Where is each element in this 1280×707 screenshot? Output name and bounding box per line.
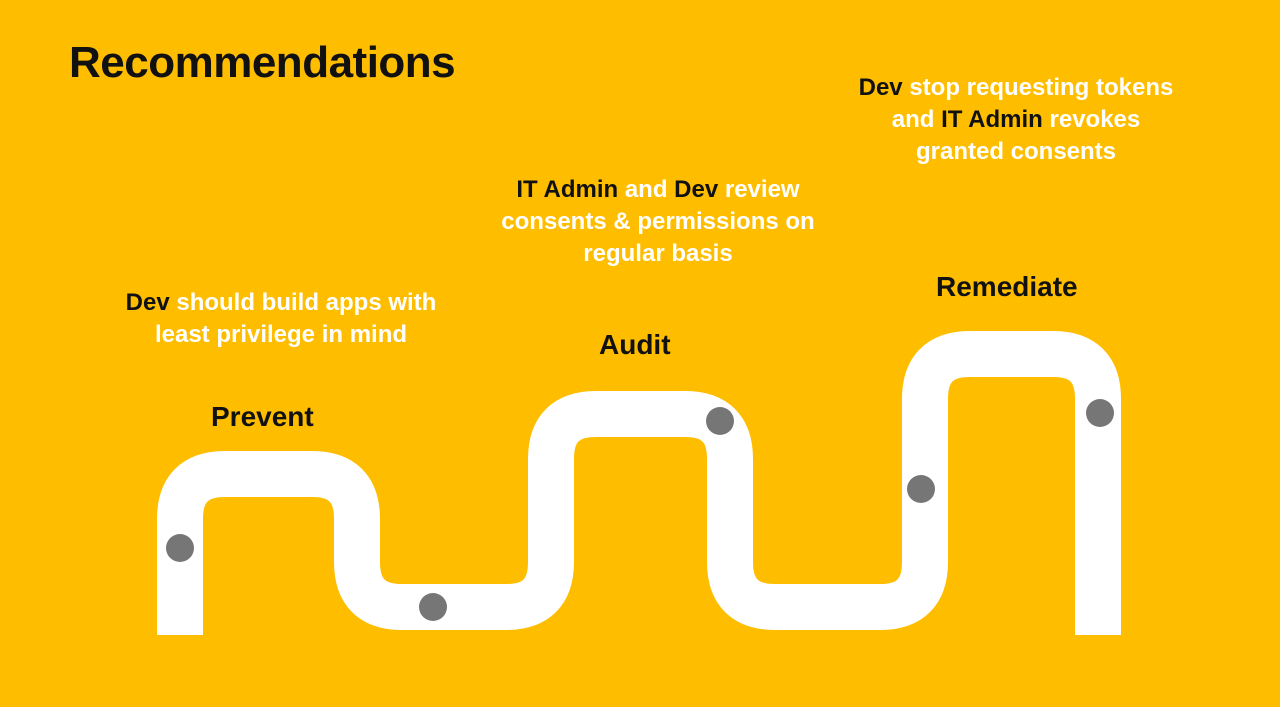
milestone-dot [419,593,447,621]
annotation-audit: IT Admin and Dev review consents & permi… [463,174,853,270]
milestone-dot [706,407,734,435]
annotation-line: Dev stop requesting tokens [821,72,1211,104]
annotation-line: least privilege in mind [86,319,476,351]
annotation-text: and [618,176,675,203]
stage-label-remediate: Remediate [936,271,1078,302]
annotation-line: regular basis [463,238,853,270]
annotation-text: consents & permissions on [501,208,815,235]
annotation-emphasis: IT Admin [941,106,1043,133]
annotation-emphasis: Dev [674,176,719,203]
road-path [157,331,1121,635]
annotation-line: consents & permissions on [463,206,853,238]
page-title: Recommendations [69,38,456,87]
annotation-text: regular basis [583,240,733,267]
annotation-prevent: Dev should build apps with least privile… [86,287,476,351]
annotation-line: IT Admin and Dev review [463,174,853,206]
annotation-text: and [891,106,942,133]
annotation-text: revokes [1042,106,1141,133]
milestone-dot [1086,399,1114,427]
annotation-line: Dev should build apps with [86,287,476,319]
annotation-line: and IT Admin revokes [821,104,1211,136]
annotation-line: granted consents [821,136,1211,168]
annotation-text: least privilege in mind [154,321,408,348]
annotation-text: should build apps with [169,289,437,316]
annotation-text: granted consents [915,138,1117,165]
annotation-emphasis: IT Admin [516,176,619,203]
stage-label-audit: Audit [599,329,671,360]
annotation-text: review [718,176,800,203]
annotation-remediate: Dev stop requesting tokens and IT Admin … [821,72,1211,168]
stage-label-prevent: Prevent [211,401,314,432]
milestone-dot [166,534,194,562]
annotation-emphasis: Dev [858,74,903,101]
milestone-dot [907,475,935,503]
annotation-emphasis: Dev [125,289,170,316]
annotation-text: stop requesting tokens [902,74,1174,101]
